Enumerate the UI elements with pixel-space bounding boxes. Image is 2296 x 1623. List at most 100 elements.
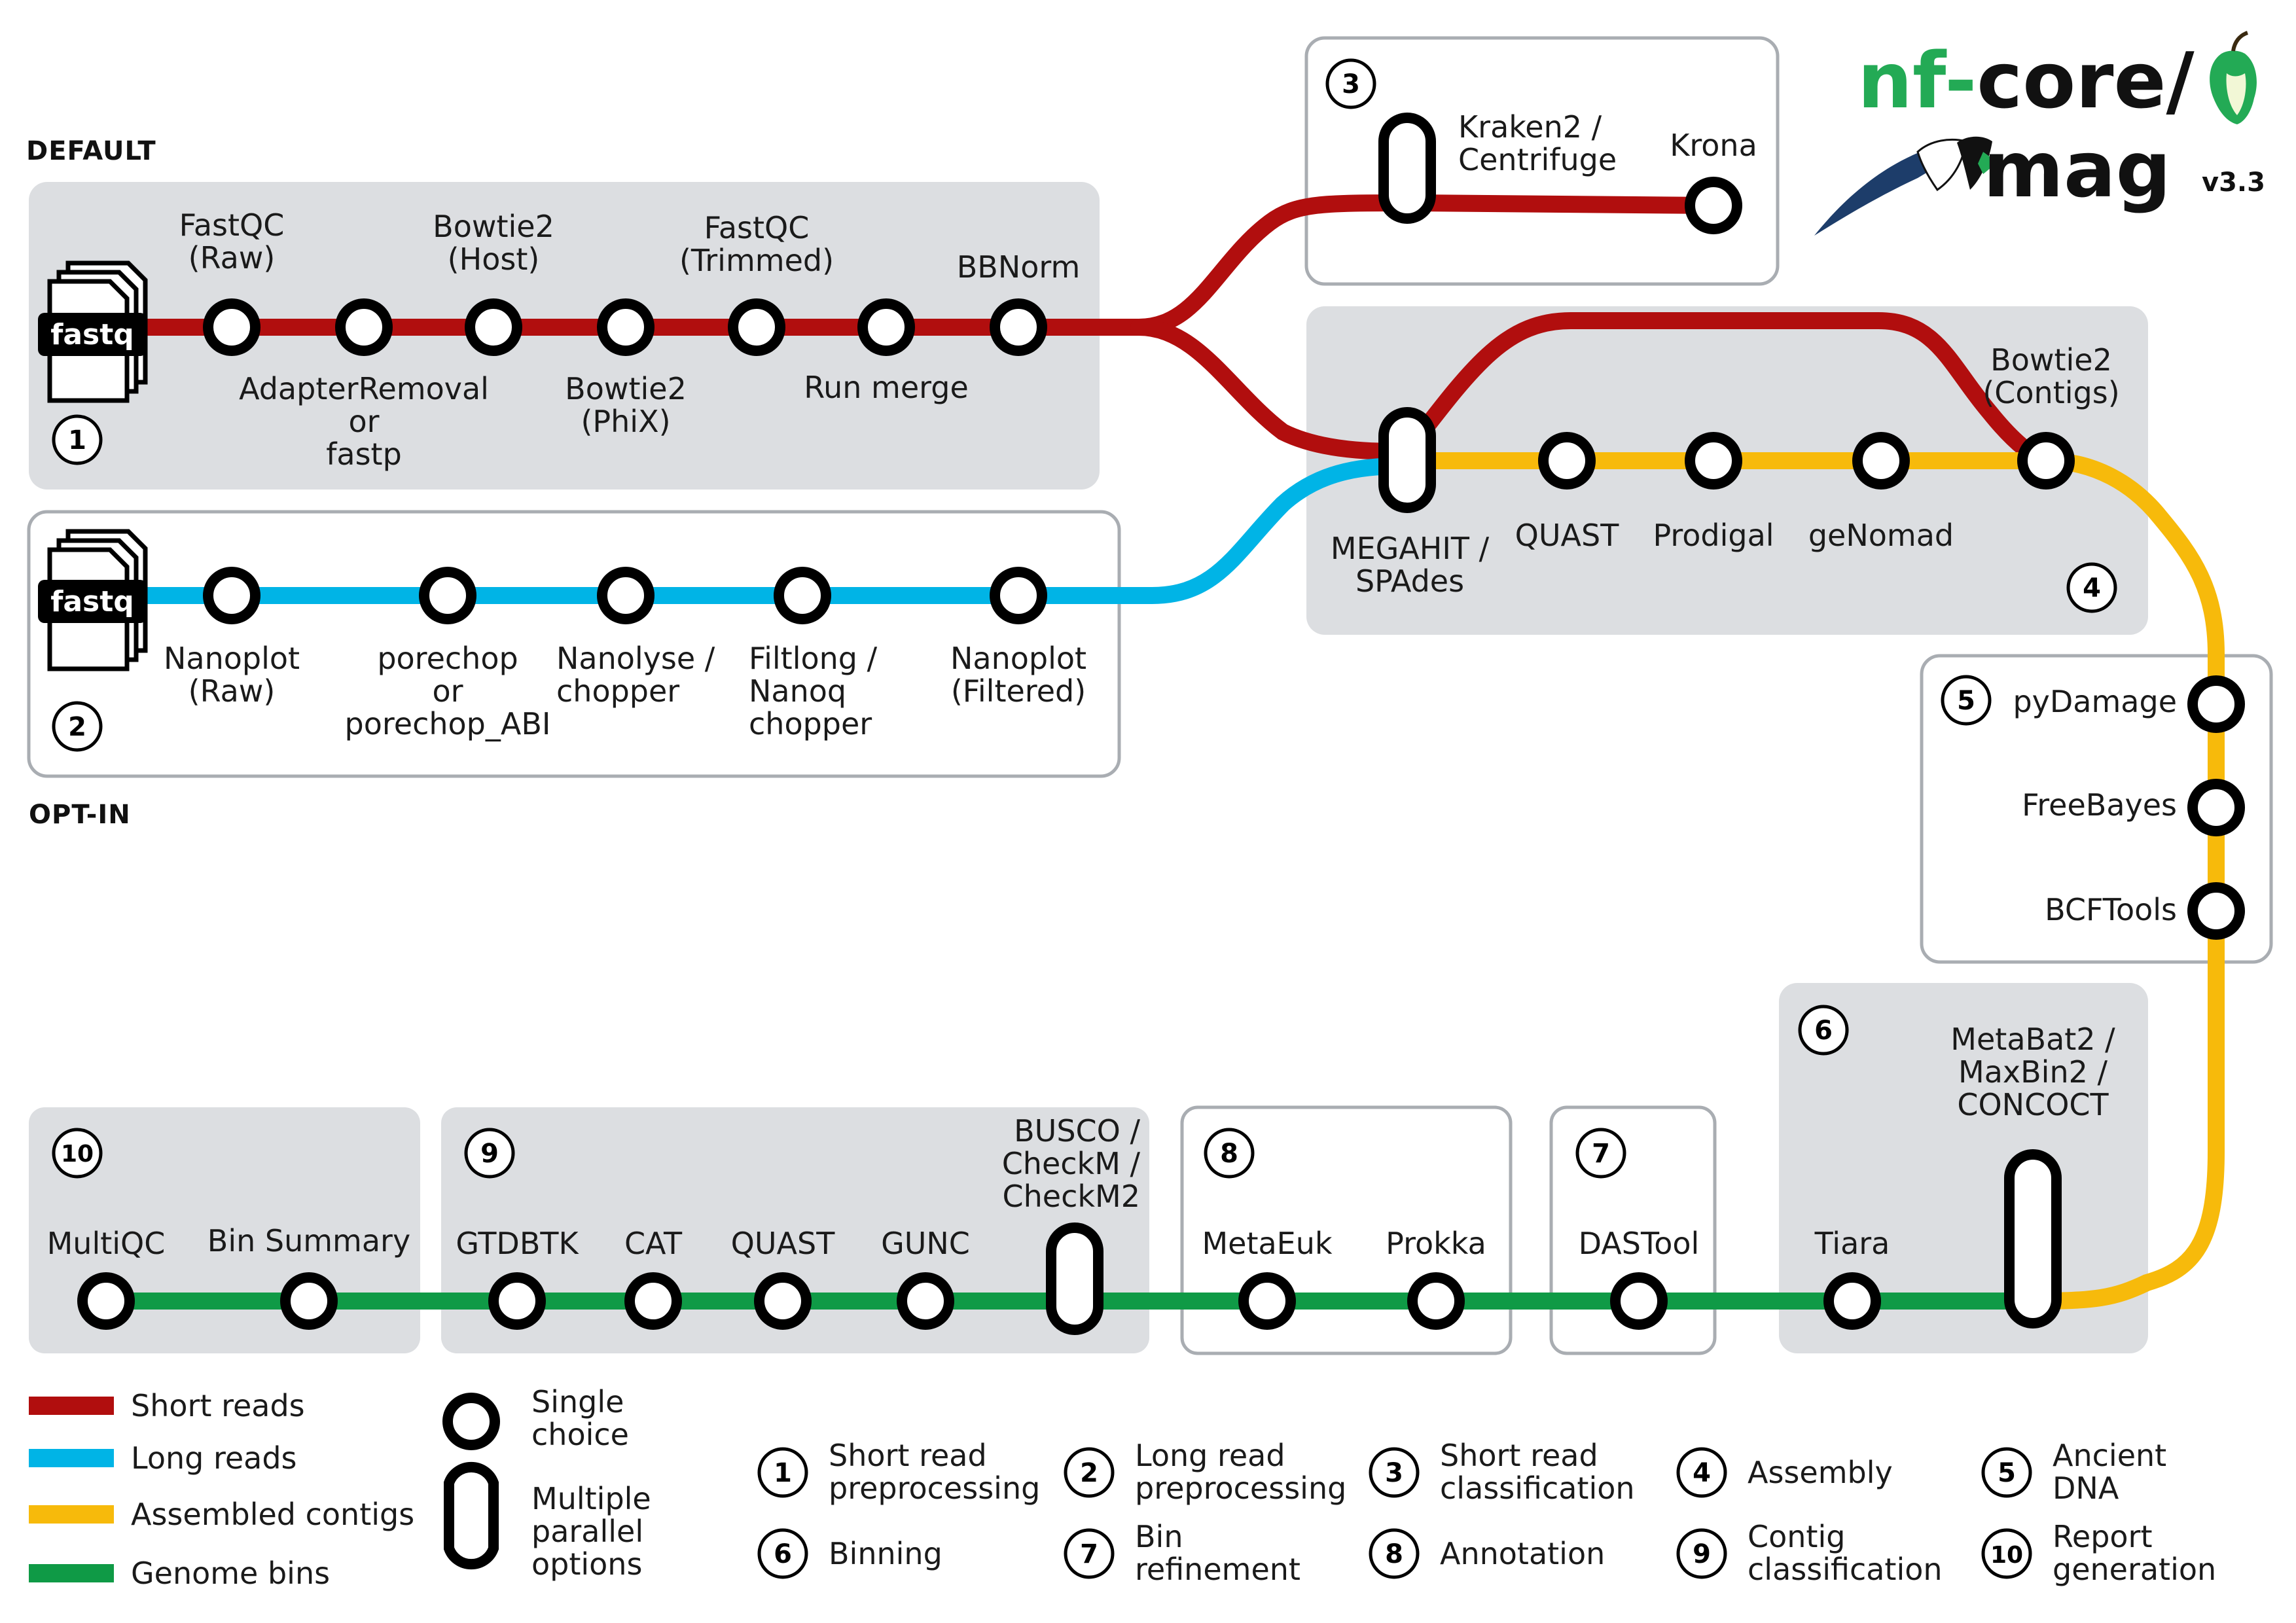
label-nanolyse: Nanolyse /chopper — [556, 641, 715, 709]
station-kraken2 — [1378, 113, 1436, 224]
nf-core-mag-logo: nf-core/ mag v3.3 — [1814, 31, 2265, 236]
label-kraken2: Kraken2 /Centrifuge — [1458, 109, 1617, 177]
label-nanoplot-filtered: Nanoplot(Filtered) — [950, 641, 1086, 709]
station-nanoplot-raw — [203, 567, 260, 624]
svg-text:fastq: fastq — [50, 585, 134, 618]
label-busco: BUSCO /CheckM /CheckM2 — [1002, 1113, 1141, 1214]
legend-step-label: Assembly — [1748, 1455, 1893, 1490]
station-bbnorm — [990, 298, 1047, 356]
badge-8: 8 — [1204, 1128, 1255, 1179]
label-gtdbtk: GTDBTK — [456, 1226, 579, 1261]
apple-core-icon — [2210, 31, 2257, 124]
legend-contigs-swatch — [29, 1505, 114, 1524]
legend-long-reads-swatch — [29, 1449, 114, 1467]
legend-step-4: 4 Assembly — [1676, 1447, 1893, 1498]
legend-step-label: Binning — [829, 1536, 942, 1571]
logo-nf-core: nf-core/ — [1857, 35, 2195, 126]
label-nanoplot-raw: Nanoplot(Raw) — [164, 641, 300, 709]
svg-text:9: 9 — [480, 1139, 499, 1169]
svg-text:4: 4 — [2083, 573, 2101, 603]
legend-step-number: 5 — [1998, 1458, 2016, 1488]
station-prodigal — [1685, 432, 1742, 490]
box-short-read-classification — [1304, 36, 1780, 286]
metro-lines — [96, 194, 2225, 1310]
section-boxes — [27, 36, 2273, 1355]
station-fastqc-raw — [203, 298, 260, 356]
station-busco — [1046, 1222, 1103, 1335]
badge-10: 10 — [52, 1128, 103, 1179]
station-filtlong — [774, 567, 831, 624]
legend-multiple-options-icon — [444, 1461, 499, 1570]
station-metaeuk — [1238, 1272, 1296, 1330]
legend-step-number: 2 — [1080, 1458, 1098, 1488]
legend-step-badge — [1064, 1447, 1115, 1498]
legend-step-number: 10 — [1990, 1542, 2023, 1569]
label-bin-summary: Bin Summary — [207, 1223, 410, 1258]
label-krona: Krona — [1670, 128, 1757, 163]
station-dastool — [1610, 1272, 1668, 1330]
svg-text:8: 8 — [1220, 1139, 1238, 1169]
station-genomad — [1852, 432, 1910, 490]
legend: Short reads Long reads Assembled contigs… — [29, 1384, 651, 1591]
legend-step-number: 7 — [1080, 1539, 1098, 1569]
label-tiara: Tiara — [1814, 1226, 1890, 1261]
legend-step-badge — [1369, 1528, 1420, 1579]
label-quast-bins: QUAST — [731, 1226, 836, 1261]
legend-step-badge — [1981, 1447, 2032, 1498]
station-bowtie2-host — [465, 298, 522, 356]
svg-text:7: 7 — [1592, 1139, 1610, 1169]
station-bowtie2-contigs — [2017, 432, 2075, 490]
short-reads-branch-classification — [1130, 194, 1721, 336]
station-bin-summary — [280, 1272, 338, 1330]
svg-text:2: 2 — [68, 712, 86, 742]
label-gunc: GUNC — [881, 1226, 970, 1261]
legend-short-reads-swatch — [29, 1397, 114, 1415]
badge-4: 4 — [2066, 562, 2117, 613]
station-multiqc — [77, 1272, 135, 1330]
station-metabat — [2004, 1149, 2062, 1329]
badge-9: 9 — [464, 1128, 515, 1179]
legend-step-6: 6 Binning — [757, 1528, 942, 1579]
box-contig-classification — [441, 1107, 1149, 1353]
station-porechop — [419, 567, 476, 624]
legend-step-badge — [1981, 1528, 2032, 1579]
fastq-short-icon: fastq — [38, 260, 148, 403]
label-bbnorm: BBNorm — [957, 249, 1081, 285]
station-krona — [1685, 177, 1742, 234]
legend-step-number: 4 — [1693, 1458, 1711, 1488]
label-prokka: Prokka — [1386, 1226, 1486, 1261]
label-multiqc: MultiQC — [47, 1226, 166, 1261]
long-reads-line — [122, 457, 1416, 604]
station-quast-asm — [1538, 432, 1596, 490]
svg-text:fastq: fastq — [50, 318, 134, 351]
svg-text:10: 10 — [61, 1141, 94, 1168]
label-prodigal: Prodigal — [1653, 518, 1774, 553]
legend-step-number: 3 — [1385, 1458, 1403, 1488]
legend-bins-swatch — [29, 1564, 114, 1582]
label-bowtie2-host: Bowtie2(Host) — [433, 209, 554, 277]
short-reads-to-mapping — [1399, 312, 2054, 469]
station-bcftools — [2187, 882, 2245, 940]
badge-2: 2 — [52, 701, 103, 752]
station-tiara — [1823, 1272, 1881, 1330]
legend-short-reads: Short reads — [131, 1388, 305, 1423]
badge-3: 3 — [1325, 58, 1376, 109]
station-gtdbtk — [488, 1272, 546, 1330]
station-nanolyse — [597, 567, 655, 624]
label-quast-assembly: QUAST — [1515, 518, 1620, 553]
legend-step-number: 6 — [774, 1539, 792, 1569]
logo-version: v3.3 — [2202, 168, 2265, 198]
label-genomad: geNomad — [1808, 518, 1954, 553]
svg-text:3: 3 — [1342, 69, 1360, 99]
legend-step-badge — [757, 1528, 808, 1579]
